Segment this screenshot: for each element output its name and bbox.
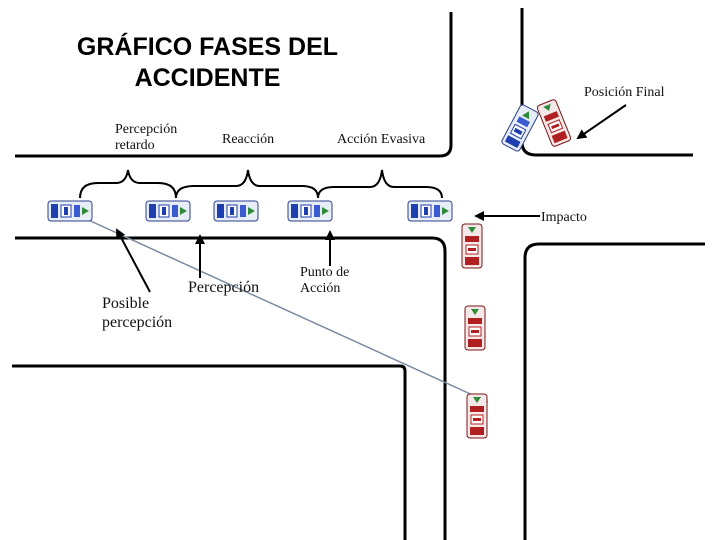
diagram-title: GRÁFICO FASES DEL ACCIDENTE [40,32,375,94]
road-bottom-left [12,364,407,540]
blue-car-icon [407,200,453,222]
blue-car-icon [47,200,93,222]
label-posible-percepcion: Posible percepción [102,295,173,331]
label-reaccion: Reacción [222,132,275,147]
label-percepcion: Percepción [188,279,260,296]
final-blue-car-icon [500,103,540,153]
road-top-left [15,12,453,158]
title-line-2: ACCIDENTE [134,64,281,92]
label-impacto: Impacto [541,210,587,225]
label-posicion-final: Posición Final [584,85,665,100]
brace-reaccion [175,169,319,199]
arrows [116,104,627,293]
label-accion-evasiva: Acción Evasiva [337,132,426,147]
phase-braces [79,169,443,199]
arrow-icon [116,228,151,293]
arrow-icon [576,104,627,140]
road-bottom-right [523,242,705,540]
blue-car-icon [145,200,191,222]
blue-car-icon [287,200,333,222]
trajectory-line [61,207,489,403]
red-car-icon [466,393,488,439]
title-line-1: GRÁFICO FASES DEL [76,33,339,61]
blue-car-icon [213,200,259,222]
red-car-icon [464,305,486,351]
red-car-icon [461,223,483,269]
label-percepcion-retardo: Percepción retardo [115,122,178,153]
brace-accion-evasiva [317,169,443,199]
label-punto-de-accion: Punto de Acción [300,265,350,296]
final-red-car-icon [535,98,573,148]
road-middle [15,236,447,540]
brace-percepcion-retardo [79,169,177,199]
